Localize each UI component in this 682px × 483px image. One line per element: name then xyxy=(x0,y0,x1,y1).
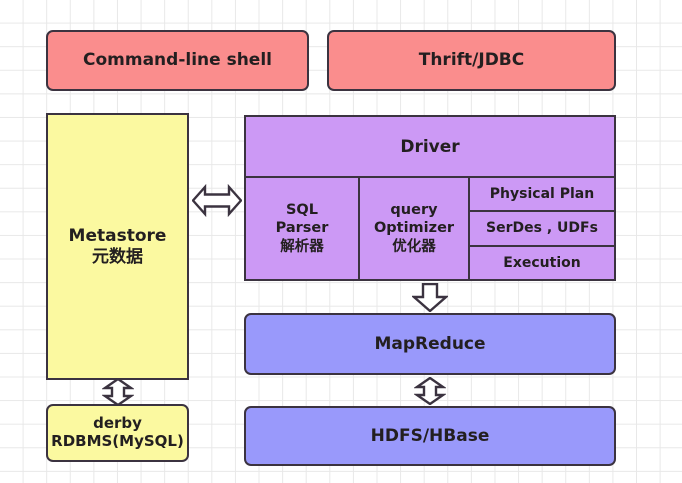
node-execution[interactable]: Execution xyxy=(470,244,614,279)
arrow-mapreduce-storage-icon xyxy=(414,377,446,405)
node-hdfs-hbase[interactable]: HDFS/HBase xyxy=(244,406,616,466)
query-optimizer-line2: Optimizer xyxy=(373,220,455,237)
metastore-label-en: Metastore xyxy=(68,226,167,247)
node-command-line-shell[interactable]: Command-line shell xyxy=(46,30,309,91)
node-thrift-jdbc[interactable]: Thrift/JDBC xyxy=(327,30,616,91)
arrow-metastore-driver-icon xyxy=(192,182,242,219)
query-optimizer-line1: query xyxy=(390,201,438,218)
derby-label: derby xyxy=(93,414,142,433)
rdbms-label: RDBMS(MySQL) xyxy=(51,432,184,450)
arrow-driver-mapreduce-icon xyxy=(412,283,448,312)
node-sql-parser[interactable]: SQL Parser 解析器 xyxy=(246,178,360,279)
driver-title: Driver xyxy=(246,117,614,178)
arrow-metastore-derby-icon xyxy=(102,378,134,406)
node-derby-rdbms[interactable]: derby RDBMS(MySQL) xyxy=(46,404,189,462)
driver-components: SQL Parser 解析器 query Optimizer 优化器 Physi… xyxy=(246,178,614,279)
sql-parser-line1: SQL xyxy=(285,201,318,218)
node-mapreduce[interactable]: MapReduce xyxy=(244,313,616,375)
node-serdes-udfs[interactable]: SerDes , UDFs xyxy=(470,210,614,244)
node-query-optimizer[interactable]: query Optimizer 优化器 xyxy=(360,178,470,279)
node-metastore[interactable]: Metastore 元数据 xyxy=(46,113,189,380)
metastore-label-zh: 元数据 xyxy=(92,246,143,267)
node-driver[interactable]: Driver SQL Parser 解析器 query Optimizer 优化… xyxy=(244,115,616,281)
node-physical-plan[interactable]: Physical Plan xyxy=(489,186,595,203)
sql-parser-line2: Parser xyxy=(275,220,329,237)
driver-stack: Physical Plan SerDes , UDFs Execution xyxy=(470,178,614,279)
sql-parser-line3: 解析器 xyxy=(280,238,324,255)
query-optimizer-line3: 优化器 xyxy=(392,238,436,255)
